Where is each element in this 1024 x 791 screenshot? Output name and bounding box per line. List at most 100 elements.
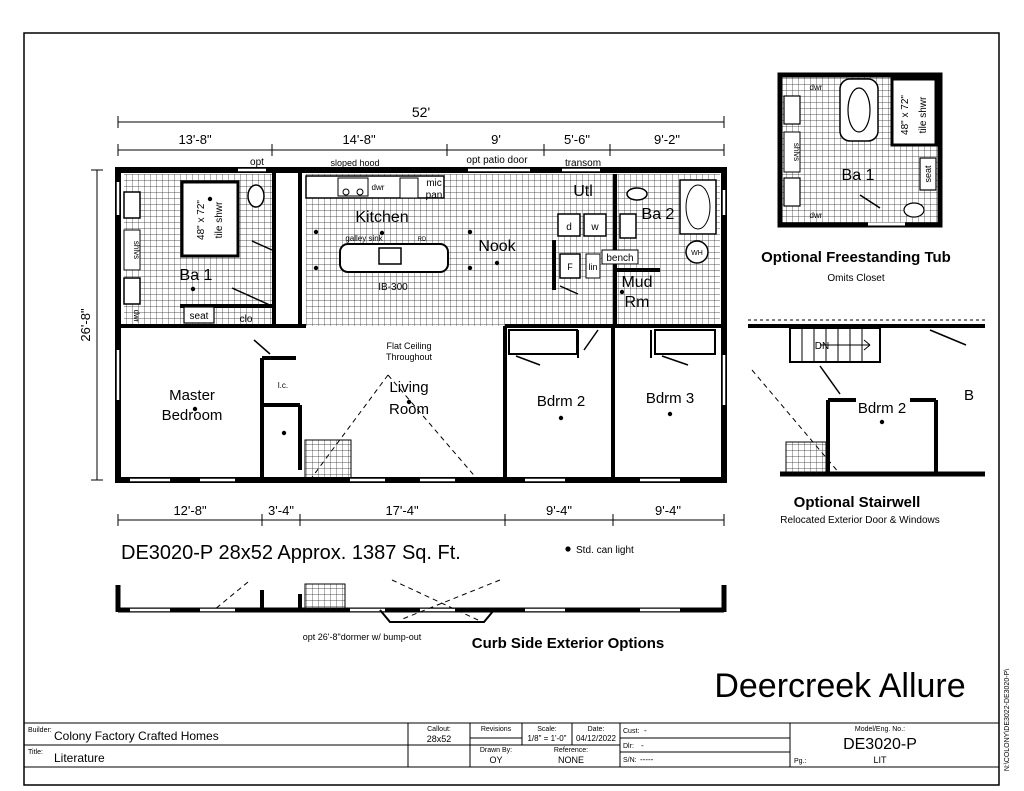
dim-bottom-1: 12'-8"	[173, 503, 207, 518]
living-label-1: Living	[389, 379, 428, 396]
ba1-shower	[180, 180, 240, 258]
ba1-shower-type: tile shwr	[214, 201, 225, 238]
water-heater-label: WH	[691, 250, 703, 257]
title-label: Title:	[28, 749, 43, 756]
overall-dimension	[117, 116, 725, 128]
model-name: Deercreek Allure	[714, 667, 965, 705]
ba1-toilet	[247, 184, 265, 208]
builder-value: Colony Factory Crafted Homes	[54, 729, 219, 743]
dim-bottom-5: 9'-4"	[655, 503, 681, 518]
sn-label: S/N:	[623, 757, 637, 764]
stair-dn-label: DN	[815, 341, 829, 352]
bdrm2-label: Bdrm 2	[537, 393, 585, 410]
ba1-seat-label: seat	[190, 311, 209, 322]
overall-depth-label: 26'-8"	[78, 308, 93, 342]
ba1-seat	[183, 306, 215, 324]
main-floor-plan: 48" x 72" tile shwr shlvs dwr seat clo B…	[115, 167, 727, 483]
side-code: N:\COLONY\DE3022-DE3020-P\	[1004, 669, 1011, 771]
can-light-legend-icon	[565, 546, 571, 552]
linen-closet	[585, 253, 601, 279]
dryer-label: d	[566, 222, 572, 233]
fireplace-hearth	[304, 439, 352, 479]
can-light-legend: Std. can light	[576, 545, 634, 556]
scale-value: 1/8" = 1'-0"	[527, 734, 566, 743]
scale-label: Scale:	[537, 726, 557, 733]
cust-value: -	[644, 726, 647, 735]
note-patio-door: opt patio door	[466, 155, 528, 166]
ba1-sink-2	[123, 277, 141, 305]
furnace	[559, 253, 581, 279]
reference-value: NONE	[558, 755, 584, 765]
kitchen-label: Kitchen	[355, 209, 408, 226]
optional-stairwell-plan	[748, 319, 985, 477]
flat-ceiling-1: Flat Ceiling	[386, 341, 431, 351]
bottom-dimensions	[117, 514, 725, 526]
callout-label: Callout:	[427, 726, 451, 733]
note-sloped-hood: sloped hood	[330, 158, 379, 168]
dim-top-2: 14'-8"	[342, 132, 376, 147]
date-label: Date:	[588, 726, 605, 733]
ba1-dwr-label: dwr	[132, 310, 141, 323]
stair-bdrm2-label: Bdrm 2	[858, 400, 906, 417]
dim-top-5: 9'-2"	[654, 132, 680, 147]
optional-tub-subtitle: Omits Closet	[827, 273, 884, 284]
optional-stairwell-title: Optional Stairwell	[794, 494, 921, 511]
kitchen-dwr-label: dwr	[372, 183, 385, 192]
can-lights	[190, 196, 673, 436]
plan-caption: DE3020-P 28x52 Approx. 1387 Sq. Ft.	[121, 542, 461, 564]
reference-label: Reference:	[554, 747, 588, 754]
water-heater	[685, 240, 709, 264]
ba2-tub-basin	[685, 184, 711, 230]
lc-label: l.c.	[278, 381, 288, 390]
top-dimensions	[117, 144, 725, 156]
washer-label: w	[590, 222, 599, 233]
bench	[601, 249, 639, 265]
sheet-border	[23, 32, 1000, 786]
tub-shelves-label: shlvs	[792, 143, 801, 161]
island-label: IB-300	[378, 282, 408, 293]
flat-ceiling-2: Throughout	[386, 352, 433, 362]
curb-side-title: Curb Side Exterior Options	[472, 635, 665, 652]
mud-label-2: Rm	[625, 294, 650, 311]
tub-dwr-label-2: dwr	[810, 211, 823, 220]
dim-bottom-4: 9'-4"	[546, 503, 572, 518]
drawn-by-label: Drawn By:	[480, 747, 512, 754]
title-block	[24, 722, 999, 768]
ba1-label: Ba 1	[180, 267, 213, 284]
title-value: Literature	[54, 751, 105, 765]
pg-label: Pg.:	[794, 758, 807, 765]
living-label-2: Room	[389, 401, 429, 418]
model-no-label: Model/Eng. No.:	[855, 726, 905, 733]
tub-dwr-label: dwr	[810, 83, 823, 92]
tub-ba1-label: Ba 1	[842, 167, 875, 184]
door-swings	[231, 240, 689, 366]
optional-stairwell-subtitle: Relocated Exterior Door & Windows	[780, 515, 940, 526]
curb-side-note: opt 26'-8"dormer w/ bump-out	[303, 632, 422, 642]
cust-label: Cust:	[623, 728, 639, 735]
ba1-closet-label: clo	[240, 314, 253, 325]
windows	[116, 168, 726, 482]
linen-label: lin	[588, 262, 597, 272]
builder-label: Builder:	[28, 727, 52, 734]
refrigerator	[399, 177, 419, 199]
dim-bottom-2: 3'-4"	[268, 503, 294, 518]
master-label-1: Master	[169, 387, 215, 404]
drawn-by-value: OY	[489, 755, 502, 765]
model-no-value: DE3020-P	[843, 736, 917, 753]
optional-tub-plan	[777, 72, 943, 228]
mud-label-1: Mud	[621, 274, 652, 291]
tub-shower-type: tile shwr	[918, 96, 929, 133]
callout-value: 28x52	[427, 734, 452, 744]
washer	[583, 213, 607, 237]
dlr-label: Dlr:	[623, 743, 634, 750]
ba2-toilet	[626, 187, 648, 201]
ba1-shower-size: 48" x 72"	[196, 200, 207, 240]
tub-seat-label: seat	[923, 165, 933, 183]
range	[337, 177, 369, 197]
bench-label: bench	[606, 253, 633, 264]
bedroom-closets	[508, 329, 716, 358]
bdrm3-label: Bdrm 3	[646, 390, 694, 407]
dim-top-4: 5'-6"	[564, 132, 590, 147]
stair-b-label: B	[964, 387, 974, 404]
ba1-sink-1	[123, 191, 141, 219]
